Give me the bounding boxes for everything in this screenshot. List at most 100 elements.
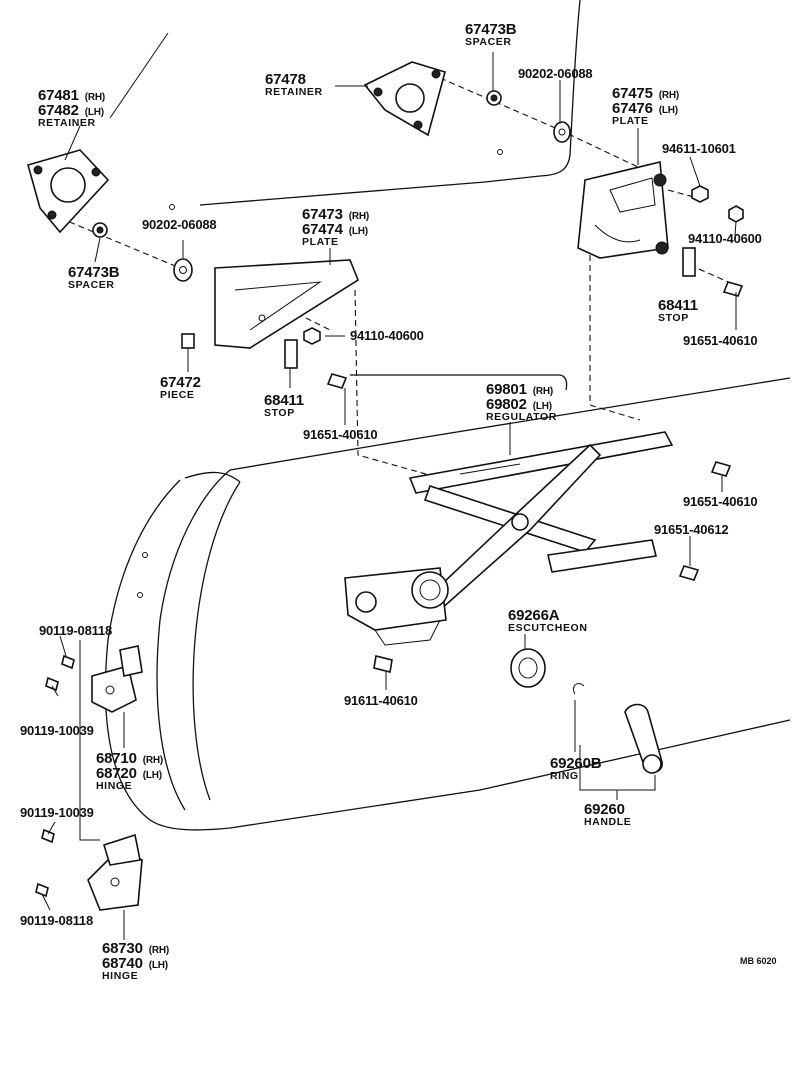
part-number-lh: 68740 — [102, 955, 143, 972]
side-rh: (RH) — [142, 755, 164, 766]
part-label-bolt-90119-08118-b: 90119-08118 — [20, 914, 93, 927]
part-name: SPACER — [68, 279, 115, 291]
part-name: PLATE — [612, 115, 649, 127]
part-number-rh: 68730 — [102, 940, 143, 957]
plate-67473-drawing — [214, 259, 359, 349]
side-rh: (RH) — [148, 945, 170, 956]
part-number: 91651-40610 — [683, 333, 758, 348]
part-number: 67473B — [465, 21, 517, 38]
part-label-nut-94110-right: 94110-40600 — [688, 232, 762, 245]
part-number-lh: 67474 — [302, 221, 343, 238]
retainer-67481-drawing — [27, 149, 110, 234]
part-label-nut-94110-center: 94110-40600 — [350, 329, 424, 342]
part-label-bolt-90119-10039-b: 90119-10039 — [20, 806, 94, 819]
part-label-retainer-67478: 67478 RETAINER — [265, 72, 323, 98]
side-lh: (LH) — [348, 226, 368, 237]
part-number: 91651-40612 — [654, 522, 729, 537]
part-number: 90119-08118 — [39, 623, 112, 638]
spacers-washers — [92, 90, 571, 282]
part-number: 90119-08118 — [20, 913, 93, 928]
side-lh: (LH) — [148, 960, 168, 971]
side-lh: (LH) — [84, 107, 104, 118]
part-number: 90202-06088 — [142, 217, 217, 232]
side-lh: (LH) — [532, 401, 552, 412]
part-number: 94611-10601 — [662, 141, 736, 156]
part-name: PLATE — [302, 236, 339, 248]
part-number: 90202-06088 — [518, 66, 593, 81]
part-number: 91651-40610 — [683, 494, 758, 509]
part-number: 91651-40610 — [303, 427, 378, 442]
part-name: ESCUTCHEON — [508, 622, 588, 634]
part-number-rh: 69801 — [486, 381, 527, 398]
door-panel-outline — [104, 0, 791, 831]
part-number: 69260B — [550, 755, 602, 772]
part-label-bolt-91651-mid: 91651-40610 — [683, 494, 758, 509]
part-number: 90119-10039 — [20, 805, 94, 820]
part-number-lh: 68720 — [96, 765, 137, 782]
part-name: RETAINER — [38, 117, 96, 129]
part-label-bolt-91651-upper: 91651-40610 — [683, 333, 758, 348]
part-name: STOP — [658, 312, 689, 324]
part-number: 67472 — [160, 374, 201, 391]
side-rh: (RH) — [532, 386, 554, 397]
part-label-escutcheon: 69266A ESCUTCHEON — [508, 608, 588, 634]
part-number-lh: 67476 — [612, 100, 653, 117]
part-label-regulator: 69801 (RH) 69802 (LH) REGULATOR — [486, 382, 557, 423]
part-label-stop-right: 68411 STOP — [658, 298, 698, 324]
regulator-drawing — [344, 431, 674, 646]
fasteners — [181, 185, 744, 673]
part-name: HANDLE — [584, 816, 632, 828]
part-label-stop-center: 68411 STOP — [264, 393, 304, 419]
part-number-lh: 67482 — [38, 102, 79, 119]
diagram-code: MB 6020 — [740, 956, 777, 966]
side-rh: (RH) — [658, 90, 680, 101]
part-number-rh: 67481 — [38, 87, 79, 104]
part-label-washer-top: 90202-06088 — [518, 66, 593, 81]
part-label-plate-67473: 67473 (RH) 67474 (LH) PLATE — [302, 207, 369, 248]
part-name: HINGE — [96, 780, 133, 792]
part-label-retainer-67481: 67481(RH) 67482(LH) RETAINER — [38, 88, 105, 129]
part-number: 69260 — [584, 801, 625, 818]
escutcheon-drawing — [510, 648, 546, 688]
side-lh: (LH) — [658, 105, 678, 116]
part-label-spacer-left: 67473B SPACER — [68, 264, 120, 291]
leader-lines — [41, 52, 737, 940]
side-lh: (LH) — [142, 770, 162, 781]
part-number: 69266A — [508, 607, 560, 624]
part-name: STOP — [264, 407, 295, 419]
part-label-handle: 69260 HANDLE — [584, 802, 631, 828]
ring-and-handle-drawing — [572, 683, 663, 800]
assembly-lines — [59, 77, 736, 479]
part-label-nut-94611: 94611-10601 — [662, 142, 736, 155]
retainer-67478-drawing — [363, 61, 446, 137]
part-number: 68411 — [658, 297, 698, 314]
part-name: SPACER — [465, 36, 512, 48]
part-number: 67478 — [265, 71, 306, 88]
part-number: 67473B — [68, 264, 120, 281]
part-number: 94110-40600 — [350, 328, 424, 343]
plate-67475-drawing — [577, 161, 669, 259]
part-label-bolt-90119-08118-a: 90119-08118 — [39, 624, 112, 637]
part-number: 68411 — [264, 392, 304, 409]
part-label-bolt-91651-40612: 91651-40612 — [654, 522, 729, 537]
part-label-bolt-90119-10039-a: 90119-10039 — [20, 724, 94, 737]
part-number: 90119-10039 — [20, 723, 94, 738]
part-name: REGULATOR — [486, 411, 557, 423]
side-rh: (RH) — [348, 211, 370, 222]
part-name: RETAINER — [265, 86, 323, 98]
part-label-hinge-lower: 68730 (RH) 68740 (LH) HINGE — [102, 941, 169, 982]
part-label-bolt-91651-center: 91651-40610 — [303, 427, 378, 442]
part-number: 91611-40610 — [344, 693, 418, 708]
part-number-rh: 68710 — [96, 750, 137, 767]
part-number-rh: 67473 — [302, 206, 343, 223]
part-name: PIECE — [160, 389, 195, 401]
part-label-bolt-91611: 91611-40610 — [344, 694, 418, 707]
part-label-ring: 69260B RING — [550, 755, 602, 782]
part-number-rh: 67475 — [612, 85, 653, 102]
part-label-spacer-top: 67473B SPACER — [465, 21, 517, 48]
part-label-piece: 67472 PIECE — [160, 375, 201, 401]
part-number-lh: 69802 — [486, 396, 527, 413]
part-label-washer-left: 90202-06088 — [142, 217, 217, 232]
part-name: HINGE — [102, 970, 139, 982]
